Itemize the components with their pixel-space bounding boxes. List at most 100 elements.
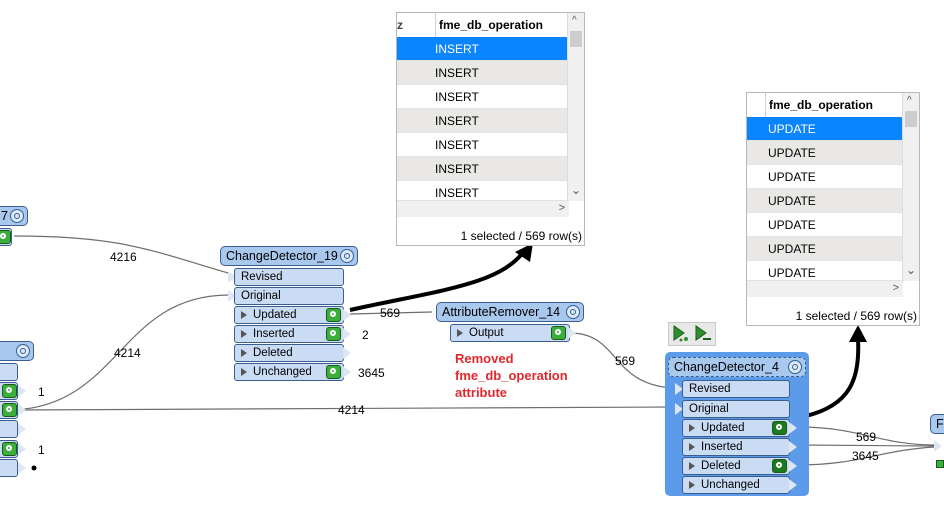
row-count-status: 1 selected / 569 row(s) [795, 309, 917, 323]
gear-icon[interactable] [566, 305, 580, 319]
expand-arrow-icon[interactable] [241, 368, 247, 376]
gear-icon[interactable] [788, 360, 802, 374]
column-header-fme-db-operation[interactable]: fme_db_operation [765, 93, 873, 117]
inspector-icon[interactable] [2, 384, 17, 398]
output-arrow-icon [343, 309, 351, 321]
output-arrow-icon [343, 347, 351, 359]
expand-arrow-icon[interactable] [241, 330, 247, 338]
transformer-title: ChangeDetector_4 [674, 360, 779, 374]
input-port-revised[interactable]: Revised [234, 268, 344, 286]
horizontal-scrollbar[interactable]: > [397, 201, 569, 217]
output-port-updated[interactable]: Updated [234, 306, 344, 324]
column-header-fme-db-operation[interactable]: fme_db_operation [435, 13, 543, 37]
edge-count-label: 1 [38, 385, 45, 399]
expand-arrow-icon[interactable] [241, 311, 247, 319]
inspector-icon[interactable] [936, 460, 944, 468]
inspector-icon[interactable] [551, 326, 566, 340]
table-header: z fme_db_operation [397, 13, 569, 38]
table-row[interactable]: INSERT [397, 85, 569, 109]
table-view-update[interactable]: fme_db_operation UPDATE UPDATE UPDATE UP… [746, 92, 920, 326]
inspector-icon[interactable] [2, 442, 17, 456]
left-output-port[interactable] [0, 459, 18, 477]
port-arrow-icon [18, 404, 26, 416]
gear-icon[interactable] [10, 209, 24, 223]
inspector-icon[interactable] [2, 403, 17, 417]
input-port-revised[interactable]: Revised [682, 380, 790, 398]
scroll-right-icon[interactable]: > [558, 202, 565, 214]
scrollbar-thumb[interactable] [905, 111, 917, 127]
left-transformer-top[interactable]: 7 [0, 206, 28, 226]
scrollbar-thumb[interactable] [570, 31, 582, 47]
table-row[interactable]: UPDATE [747, 189, 903, 213]
expand-arrow-icon[interactable] [689, 424, 695, 432]
table-row[interactable]: UPDATE [747, 261, 903, 281]
run-from-this-icon[interactable] [693, 324, 713, 344]
output-port-updated[interactable]: Updated [682, 419, 790, 437]
inspector-icon[interactable] [326, 365, 341, 379]
output-port-unchanged[interactable]: Unchanged [234, 363, 344, 381]
output-port-deleted[interactable]: Deleted [682, 457, 790, 475]
inspector-icon[interactable] [0, 230, 11, 244]
table-row[interactable]: UPDATE [747, 141, 903, 165]
table-row[interactable]: INSERT [397, 109, 569, 133]
table-row[interactable]: INSERT [397, 37, 569, 61]
gear-icon[interactable] [340, 249, 354, 263]
change-detector-19-title[interactable]: ChangeDetector_19 [220, 246, 358, 266]
run-to-this-icon[interactable] [671, 324, 691, 344]
left-output-port[interactable] [0, 420, 18, 438]
output-port-unchanged[interactable]: Unchanged [682, 476, 790, 494]
output-arrow-icon [568, 327, 576, 339]
connection-updated-to-remover [349, 311, 433, 315]
inspector-icon[interactable] [772, 459, 787, 473]
table-row[interactable]: UPDATE [747, 237, 903, 261]
port-arrow-icon [18, 443, 26, 455]
table-row[interactable]: INSERT [397, 181, 569, 201]
gear-icon[interactable] [16, 344, 30, 358]
expand-arrow-icon[interactable] [457, 329, 463, 337]
right-transformer-fragment[interactable]: Fe [930, 414, 944, 434]
column-header-partial: z [397, 18, 403, 32]
scroll-up-icon[interactable]: ^ [572, 15, 577, 26]
table-row[interactable]: INSERT [397, 61, 569, 85]
table-row[interactable]: UPDATE [747, 117, 903, 141]
inspector-icon[interactable] [326, 308, 341, 322]
attribute-remover-14-title[interactable]: AttributeRemover_14 [436, 302, 584, 322]
arrowhead-right [849, 325, 867, 342]
edge-count-label: 569 [615, 354, 636, 368]
output-arrow-icon [789, 460, 797, 472]
scroll-right-icon[interactable]: > [892, 282, 899, 294]
left-transformer-bottom[interactable] [0, 341, 34, 361]
left-output-port[interactable] [0, 363, 18, 381]
horizontal-scrollbar[interactable]: > [747, 281, 903, 297]
expand-arrow-icon[interactable] [689, 462, 695, 470]
vertical-scrollbar[interactable]: ^ ⌄ [567, 13, 584, 201]
input-port-original[interactable]: Original [234, 287, 344, 305]
table-row[interactable]: INSERT [397, 133, 569, 157]
table-view-insert[interactable]: z fme_db_operation INSERT INSERT INSERT … [396, 12, 585, 246]
edge-count-label: 1 [38, 443, 45, 457]
vertical-scrollbar[interactable]: ^ ⌄ [902, 93, 919, 281]
annotation-line: fme_db_operation [455, 368, 568, 383]
scroll-down-icon[interactable]: ⌄ [906, 263, 917, 277]
inspector-icon[interactable] [772, 421, 787, 435]
transformer-title-fragment: Fe [936, 417, 944, 431]
output-port-inserted[interactable]: Inserted [682, 438, 790, 456]
output-port-deleted[interactable]: Deleted [234, 344, 344, 362]
change-detector-4-title[interactable]: ChangeDetector_4 [668, 357, 806, 377]
connection-cd4-deleted [797, 446, 936, 466]
expand-arrow-icon[interactable] [241, 349, 247, 357]
arrow-to-top-table [349, 248, 527, 312]
expand-arrow-icon[interactable] [689, 481, 695, 489]
output-port-output[interactable]: Output [450, 324, 570, 342]
table-row[interactable]: UPDATE [747, 165, 903, 189]
input-port-original[interactable]: Original [682, 400, 790, 418]
table-row[interactable]: INSERT [397, 157, 569, 181]
expand-arrow-icon[interactable] [689, 443, 695, 451]
table-row[interactable]: UPDATE [747, 213, 903, 237]
output-port-inserted[interactable]: Inserted [234, 325, 344, 343]
scroll-down-icon[interactable]: ⌄ [571, 183, 582, 197]
scroll-up-icon[interactable]: ^ [907, 95, 912, 106]
inspector-icon[interactable] [326, 327, 341, 341]
annotation-text[interactable]: Removed fme_db_operation attribute [455, 350, 568, 401]
